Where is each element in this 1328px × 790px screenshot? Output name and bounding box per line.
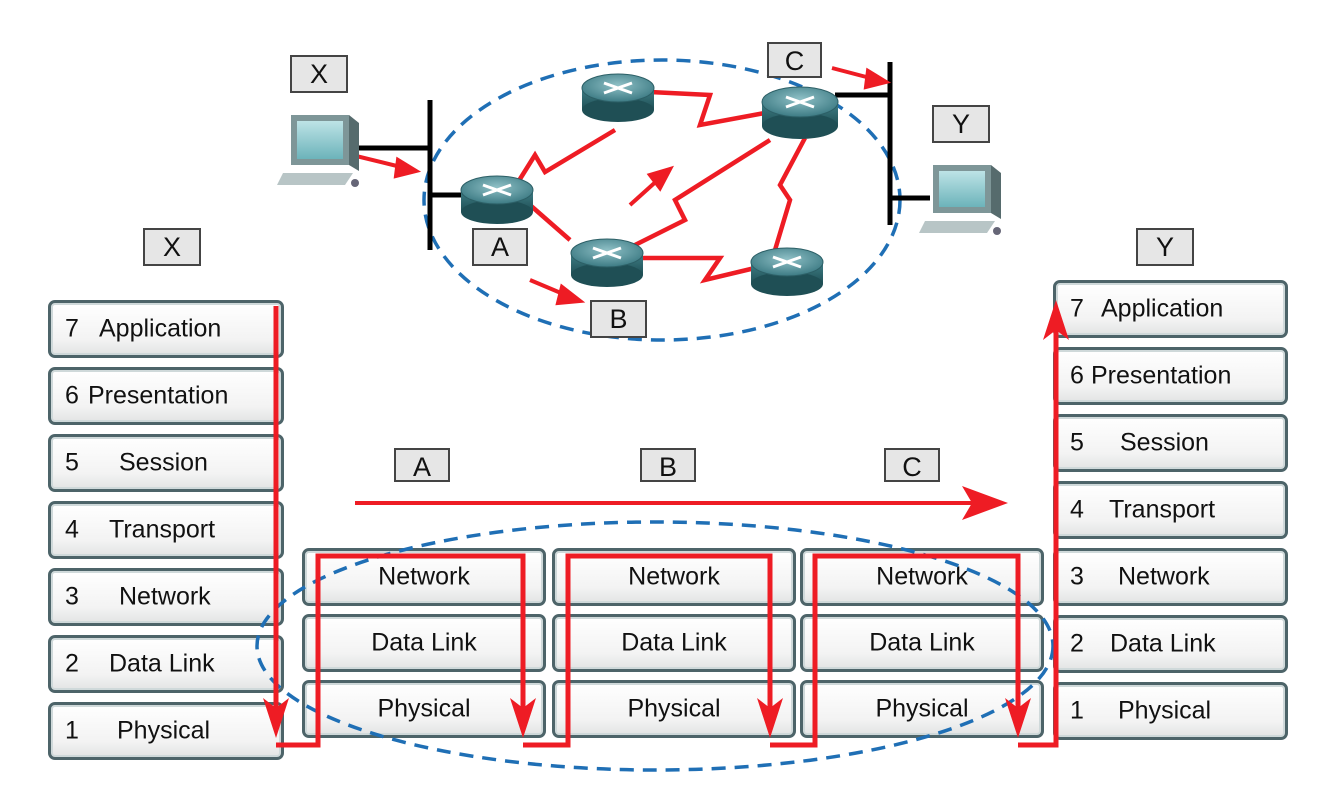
stack-x-layer-7: 7 Application xyxy=(48,300,284,358)
stack-x-title: X xyxy=(143,228,201,266)
computer-icons xyxy=(277,115,1001,235)
stack-y-title: Y xyxy=(1136,228,1194,266)
stack-y-layer-4: 4 Transport xyxy=(1053,481,1288,539)
stack-x-layer-1: 1 Physical xyxy=(48,702,284,760)
intermediate-b-label: B xyxy=(640,448,696,482)
stack-x-layer-6: 6 Presentation xyxy=(48,367,284,425)
router-icons xyxy=(460,73,839,296)
router-a-label: A xyxy=(472,228,528,266)
host-x-label: X xyxy=(290,55,348,93)
stack-b-network: Network xyxy=(552,548,796,606)
stack-c-network: Network xyxy=(800,548,1044,606)
router-b-label: B xyxy=(590,300,647,338)
stack-a-physical: Physical xyxy=(302,680,546,738)
stack-x-layer-4: 4 Transport xyxy=(48,501,284,559)
stack-y-layer-3: 3 Network xyxy=(1053,548,1288,606)
stack-b-datalink: Data Link xyxy=(552,614,796,672)
stack-c-physical: Physical xyxy=(800,680,1044,738)
stack-a-datalink: Data Link xyxy=(302,614,546,672)
router-c-label: C xyxy=(767,42,822,78)
stack-y-layer-6: 6 Presentation xyxy=(1053,347,1288,405)
stack-b-physical: Physical xyxy=(552,680,796,738)
stack-x-layer-5: 5 Session xyxy=(48,434,284,492)
stack-y-layer-7: 7 Application xyxy=(1053,280,1288,338)
intermediate-c-label: C xyxy=(884,448,940,482)
stack-x-layer-2: 2 Data Link xyxy=(48,635,284,693)
stack-y-layer-2: 2 Data Link xyxy=(1053,615,1288,673)
stack-c-datalink: Data Link xyxy=(800,614,1044,672)
stack-y-layer-5: 5 Session xyxy=(1053,414,1288,472)
host-y-label: Y xyxy=(932,105,990,143)
stack-a-network: Network xyxy=(302,548,546,606)
intermediate-a-label: A xyxy=(394,448,450,482)
stack-x-layer-3: 3 Network xyxy=(48,568,284,626)
stack-y-layer-1: 1 Physical xyxy=(1053,682,1288,740)
